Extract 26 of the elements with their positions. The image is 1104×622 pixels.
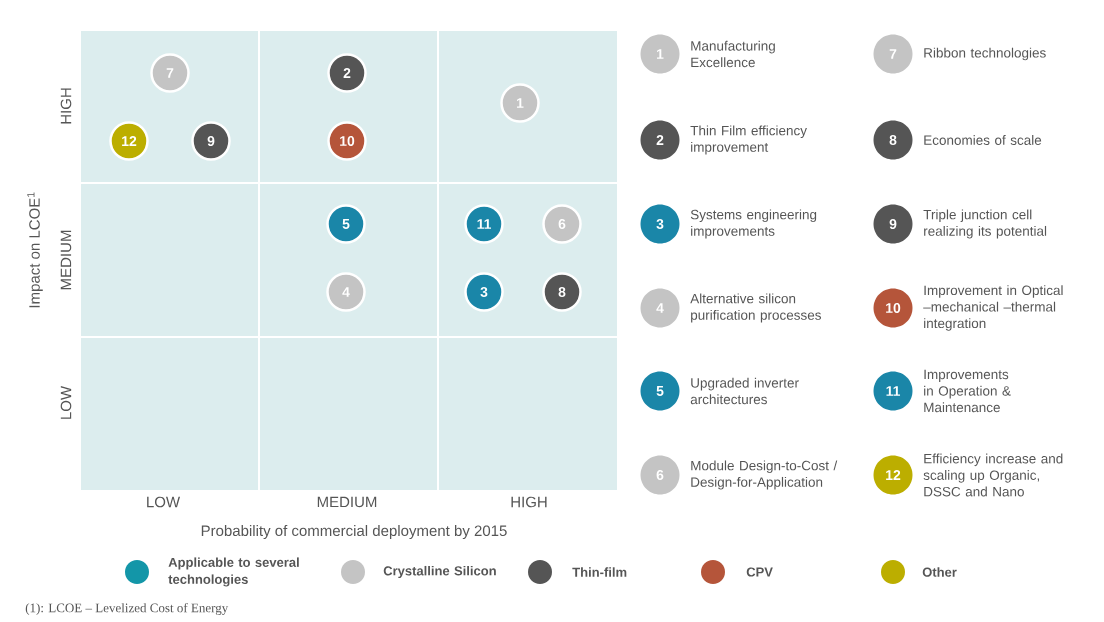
item-description: Manufacturing Excellence <box>691 40 775 68</box>
axis-title: Impact on LCOE$^{1}$ <box>27 192 43 308</box>
axis-category-label: MEDIUM <box>317 496 377 508</box>
footnote: (1): LCOE – Levelized Cost of Energy <box>25 603 229 615</box>
axis-category-label: MEDIUM <box>60 230 72 290</box>
axis-title: Probability of commercial deployment by 2015 <box>201 525 507 539</box>
axis-category-label: LOW <box>147 496 181 508</box>
item-description: Improvement in Optical –mechanical –thermal integration <box>923 285 1063 331</box>
item-description: Improvements in Operation & Maintenance <box>924 369 1011 413</box>
axis-category-label: LOW <box>60 385 72 419</box>
legend-label: Thin-film <box>572 567 627 577</box>
legend-label: CPV <box>746 567 773 577</box>
item-description: Module Design-to-Cost / Design-for-Application <box>691 460 838 490</box>
item-description: Ribbon technologies <box>924 47 1046 61</box>
axis-category-label: HIGH <box>511 496 547 508</box>
item-description: Triple junction cell realizing its potential <box>923 209 1047 239</box>
axis-category-label: HIGH <box>60 88 72 124</box>
item-description: Upgraded inverter architectures <box>690 377 799 405</box>
legend-label: Applicable to several technologies <box>168 557 299 587</box>
item-description: Economies of scale <box>924 135 1042 145</box>
legend-label: Crystalline Silicon <box>383 565 496 579</box>
legend-label: Other <box>922 567 957 577</box>
item-description: Thin Film efficiency improvement <box>690 125 807 155</box>
item-description: Efficiency increase and scaling up Organic, DSSC and Nano <box>923 453 1063 497</box>
item-description: Alternative silicon purification processes <box>690 293 821 323</box>
item-description: Systems engineering improvements <box>690 209 817 239</box>
